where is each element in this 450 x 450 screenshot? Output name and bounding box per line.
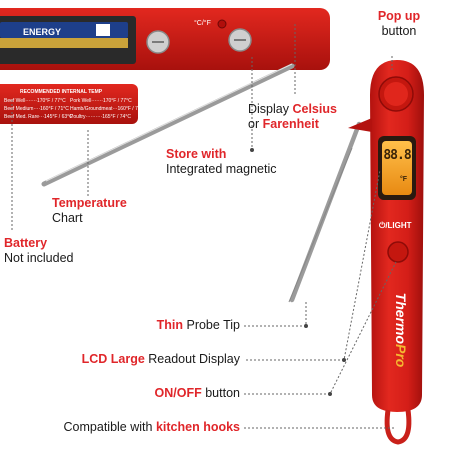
unit-switch-button[interactable] bbox=[217, 19, 227, 29]
unit-switch-label: °C/°F bbox=[194, 20, 211, 27]
chart-row-left: Beef Well·······170°F / 77°C bbox=[4, 98, 66, 104]
chart-title: RECOMMENDED INTERNAL TEMP bbox=[20, 89, 103, 95]
probe-back bbox=[41, 63, 295, 187]
hook-loop bbox=[384, 409, 412, 445]
lcd-reading: 88.8 bbox=[383, 148, 411, 163]
power-button[interactable] bbox=[387, 241, 409, 263]
chart-row-left: Beef Medium····160°F / 71°C bbox=[4, 106, 69, 112]
chart-row-left: Beef Med. Rare···145°F / 63°C bbox=[4, 114, 73, 120]
onoff-callout: ON/OFF button bbox=[154, 386, 240, 400]
display-unit-callout: Display Celsius or Farenheit bbox=[248, 102, 337, 131]
device-front-view bbox=[370, 60, 424, 445]
chart-row-right: Poultry··········165°F / 74°C bbox=[70, 114, 131, 120]
lcd-unit: °F bbox=[400, 176, 408, 183]
battery-callout: Battery Not included bbox=[4, 236, 74, 265]
battery-label: ENERGY bbox=[23, 27, 62, 37]
magnetic-callout: Store with Integrated magnetic bbox=[166, 147, 277, 176]
hooks-callout: Compatible with kitchen hooks bbox=[63, 420, 240, 434]
pop-up-callout: Pop up button bbox=[377, 9, 421, 38]
light-button-label: ⏻/LIGHT bbox=[379, 221, 412, 230]
probe-tip-callout: Thin Probe Tip bbox=[156, 318, 240, 332]
chart-row-right: Pork Well·······170°F / 77°C bbox=[70, 98, 132, 104]
temperature-chart-callout: Temperature Chart bbox=[52, 196, 127, 225]
device-back-view bbox=[0, 8, 330, 70]
callout-dots bbox=[250, 148, 346, 396]
lcd-display bbox=[382, 141, 412, 195]
brand-logo: ThermoPro bbox=[393, 292, 409, 368]
temperature-chart-card bbox=[0, 84, 138, 124]
chart-row-right: Hamb/Groundmeat···160°F / 71°C bbox=[70, 106, 147, 112]
lcd-callout: LCD Large Readout Display bbox=[81, 352, 240, 366]
